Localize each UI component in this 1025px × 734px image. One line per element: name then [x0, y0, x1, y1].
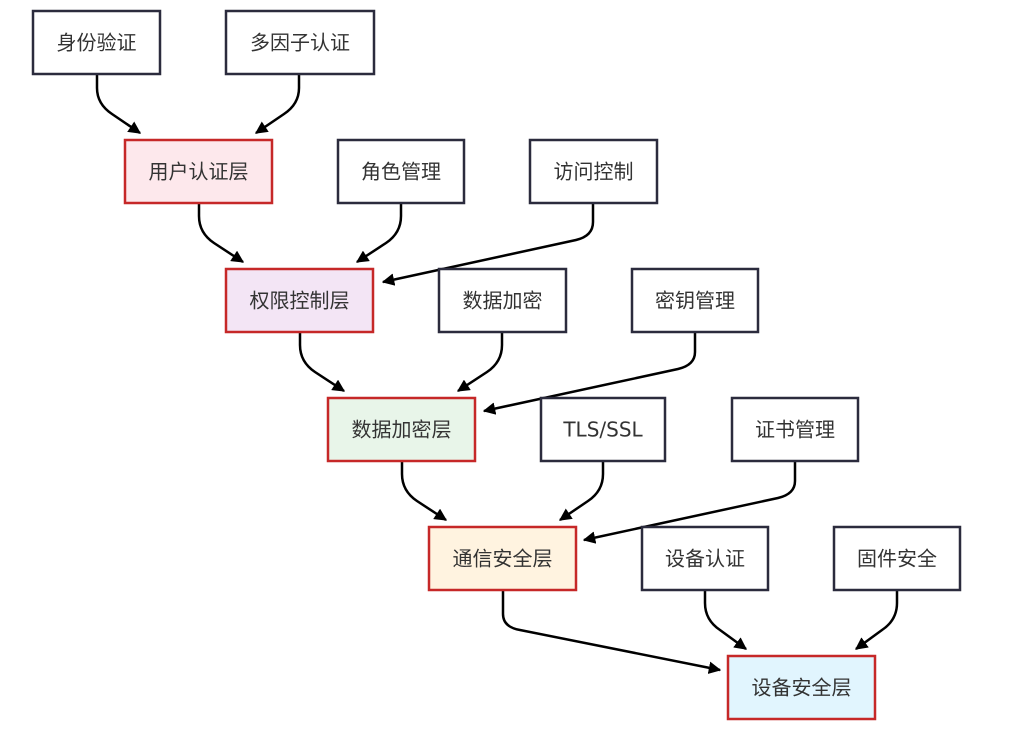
node-permission-layer: 权限控制层 — [224, 267, 375, 334]
node-box-role-management — [336, 138, 466, 205]
node-device-auth: 设备认证 — [640, 525, 770, 592]
node-box-permission-layer — [224, 267, 375, 334]
node-box-device-auth — [640, 525, 770, 592]
node-box-comm-layer — [427, 525, 578, 592]
edges-layer — [95, 74, 899, 674]
node-tls-ssl: TLS/SSL — [539, 396, 667, 463]
node-label-user-auth-layer: 用户认证层 — [149, 160, 249, 184]
edge-user-auth-layer-to-permission-layer — [197, 203, 245, 264]
node-access-control: 访问控制 — [528, 138, 659, 205]
edge-firmware-security-to-device-layer — [854, 590, 899, 651]
node-box-access-control — [528, 138, 659, 205]
node-mfa: 多因子认证 — [224, 9, 376, 76]
node-box-mfa — [224, 9, 376, 76]
node-device-layer: 设备安全层 — [726, 654, 877, 721]
node-box-user-auth-layer — [123, 138, 274, 205]
node-label-cert-management: 证书管理 — [755, 418, 835, 442]
node-label-data-encryption: 数据加密 — [463, 289, 543, 313]
node-box-data-encryption — [437, 267, 568, 334]
edge-role-management-to-permission-layer — [355, 203, 403, 264]
node-box-tls-ssl — [539, 396, 667, 463]
node-label-identity-verification: 身份验证 — [57, 31, 137, 55]
node-identity-verification: 身份验证 — [31, 9, 162, 76]
node-user-auth-layer: 用户认证层 — [123, 138, 274, 205]
node-label-encryption-layer: 数据加密层 — [352, 418, 452, 442]
edge-device-auth-to-device-layer — [703, 590, 748, 651]
edge-cert-management-to-comm-layer — [582, 461, 797, 544]
edge-encryption-layer-to-comm-layer — [400, 461, 448, 522]
edge-tls-ssl-to-comm-layer — [558, 461, 605, 522]
node-label-permission-layer: 权限控制层 — [250, 289, 350, 313]
node-label-comm-layer: 通信安全层 — [453, 547, 553, 571]
node-label-access-control: 访问控制 — [554, 160, 634, 184]
node-comm-layer: 通信安全层 — [427, 525, 578, 592]
edge-access-control-to-permission-layer — [381, 203, 595, 286]
node-box-key-management — [630, 267, 760, 334]
node-role-management: 角色管理 — [336, 138, 466, 205]
node-box-cert-management — [730, 396, 860, 463]
edge-identity-verification-to-user-auth-layer — [95, 74, 142, 135]
node-label-device-auth: 设备认证 — [665, 547, 745, 571]
node-cert-management: 证书管理 — [730, 396, 860, 463]
node-box-firmware-security — [832, 525, 962, 592]
node-key-management: 密钥管理 — [630, 267, 760, 334]
node-label-key-management: 密钥管理 — [655, 289, 735, 313]
node-box-encryption-layer — [326, 396, 477, 463]
node-label-firmware-security: 固件安全 — [857, 547, 937, 571]
node-box-device-layer — [726, 654, 877, 721]
node-box-identity-verification — [31, 9, 162, 76]
edge-comm-layer-to-device-layer — [501, 590, 722, 674]
node-firmware-security: 固件安全 — [832, 525, 962, 592]
node-label-role-management: 角色管理 — [361, 160, 441, 184]
node-label-mfa: 多因子认证 — [250, 31, 350, 55]
node-encryption-layer: 数据加密层 — [326, 396, 477, 463]
node-data-encryption: 数据加密 — [437, 267, 568, 334]
node-label-tls-ssl: TLS/SSL — [562, 418, 643, 442]
edge-permission-layer-to-encryption-layer — [298, 332, 346, 393]
edge-key-management-to-encryption-layer — [482, 332, 697, 415]
edge-mfa-to-user-auth-layer — [254, 74, 301, 135]
edge-data-encryption-to-encryption-layer — [456, 332, 504, 393]
node-label-device-layer: 设备安全层 — [752, 676, 852, 700]
